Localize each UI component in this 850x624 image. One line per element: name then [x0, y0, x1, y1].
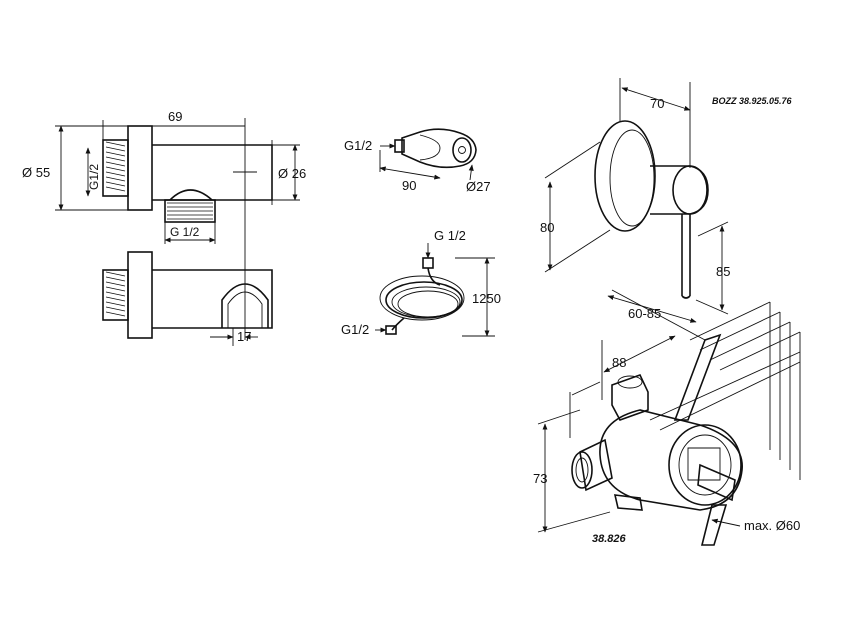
elbow-width-label: 69: [168, 109, 182, 124]
elbow-outlet-diameter-label: Ø 26: [278, 166, 306, 181]
hose-length-label: 1250: [472, 291, 501, 306]
elbow-thread-horizontal-label: G 1/2: [170, 225, 200, 239]
mixer-body-height-label: 73: [533, 471, 547, 486]
mixer-exterior: BOZZ 38.925.05.76 70 80 85: [540, 78, 793, 315]
elbow-dimensions: 69 Ø 55 G1/2 Ø 26 G 1/2: [22, 109, 306, 340]
elbow-outer-diameter-label: Ø 55: [22, 165, 50, 180]
hand-shower-diameter-label: Ø27: [466, 179, 491, 194]
model-number-label: 38.826: [592, 533, 627, 545]
mixer-lever-dim-label: 85: [716, 264, 730, 279]
drawing-ref-label: BOZZ 38.925.05.76: [712, 96, 793, 106]
mixer-concealed-body: 38.826: [571, 301, 801, 546]
mixer-height-dim-label: 80: [540, 220, 554, 235]
mixer-body-depth-label: 88: [612, 355, 626, 370]
hand-shower: G1/2 90 Ø27: [344, 128, 491, 194]
hand-shower-thread-label: G1/2: [344, 138, 372, 153]
hand-shower-length-label: 90: [402, 178, 416, 193]
hose-thread-top-label: G 1/2: [434, 228, 466, 243]
elbow-thread-vertical-label: G1/2: [87, 164, 101, 190]
mixer-body-dimensions: 60-85 88 73 max. Ø60: [533, 289, 800, 533]
hose-thread-bottom-label: G1/2: [341, 322, 369, 337]
elbow-holder-dim-label: 17: [237, 329, 251, 344]
mixer-depth-range-label: 60-85: [628, 306, 661, 321]
shower-hose: G 1/2 G1/2 1250: [341, 228, 501, 337]
wall-elbow-side-view: 17: [102, 251, 273, 346]
mixer-max-diameter-label: max. Ø60: [744, 518, 800, 533]
wall-elbow-top-view: [102, 125, 273, 223]
mixer-rosette-dim-label: 70: [650, 96, 664, 111]
